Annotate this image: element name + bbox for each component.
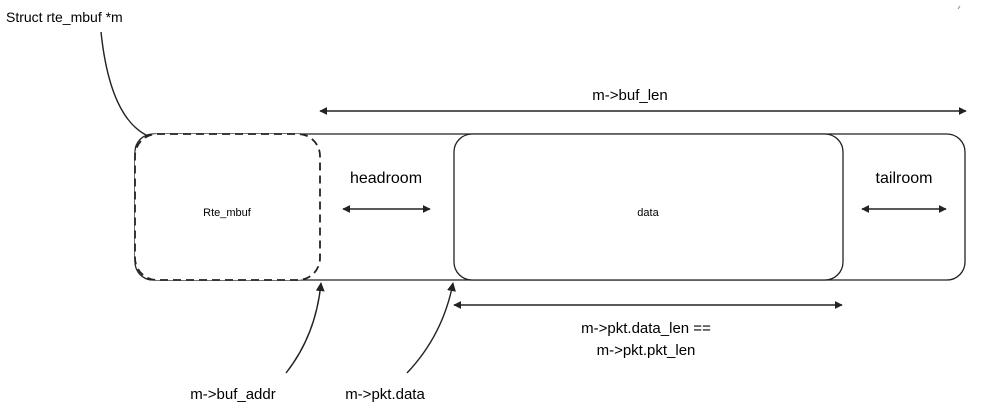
buf-len-label: m->buf_len <box>592 87 667 104</box>
data-len-label-line2: m->pkt.pkt_len <box>597 342 696 359</box>
tailroom-label: tailroom <box>876 170 933 187</box>
pkt-data-label: m->pkt.data <box>345 386 425 403</box>
struct-rte-mbuf-label: Struct rte_mbuf *m <box>6 9 123 25</box>
buf-addr-pointer-arrow <box>285 282 325 374</box>
struct-pointer-curve <box>100 31 149 137</box>
rte-mbuf-label: Rte_mbuf <box>203 207 252 219</box>
headroom-label: headroom <box>350 170 422 187</box>
data-len-label-line1: m->pkt.data_len == <box>581 320 711 337</box>
data-label: data <box>637 207 659 219</box>
stray-mark <box>957 5 961 10</box>
pkt-data-pointer-arrow <box>406 282 456 374</box>
buf-addr-label: m->buf_addr <box>190 386 275 403</box>
data-box <box>453 133 844 281</box>
rte-mbuf-header-box <box>134 133 321 281</box>
